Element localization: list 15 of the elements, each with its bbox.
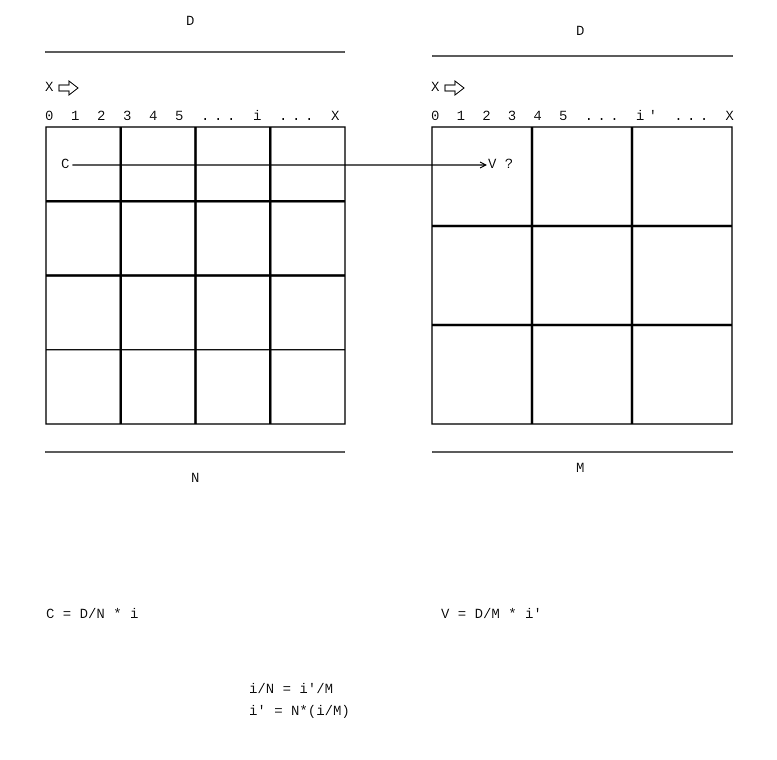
axis-label: X: [45, 80, 54, 96]
scale-label: 0 1 2 3 4 5 ... i' ... X: [431, 109, 738, 125]
grid-label: C: [61, 157, 70, 173]
dimension-label: N: [191, 471, 200, 487]
formula-text: i' = N*(i/M): [249, 704, 350, 720]
formula-text: C = D/N * i: [46, 607, 138, 623]
dimension-label: D: [186, 14, 194, 30]
axis-label: X: [431, 80, 440, 96]
scale-label: 0 1 2 3 4 5 ... i ... X: [45, 109, 344, 125]
formula-text: i/N = i'/M: [249, 682, 334, 698]
grid-label: V ?: [488, 157, 514, 173]
dimension-label: D: [576, 24, 584, 40]
formula-text: V = D/M * i': [441, 607, 542, 623]
dimension-label: M: [576, 461, 584, 477]
arrow: [72, 162, 486, 168]
